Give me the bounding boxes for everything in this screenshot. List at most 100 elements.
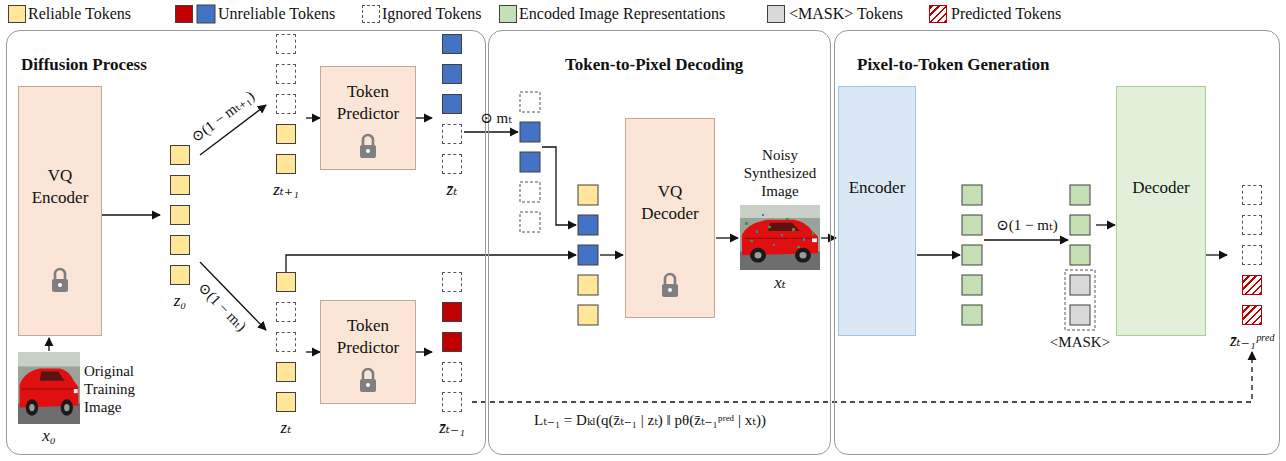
token [442,34,462,54]
panel-heading: Diffusion Process [21,55,147,75]
token-column [962,185,982,325]
legend-holder: <MASK> Tokens [789,4,903,24]
operation-label: ⊙ mₜ [472,109,520,127]
token-column: z̄ₜ [432,34,472,200]
token [170,175,190,195]
token [276,34,296,54]
token [276,302,296,322]
token [276,124,296,144]
flow-connector [306,117,320,118]
token-column-label: zₜ [266,418,306,438]
token [170,265,190,285]
token [442,392,462,412]
box-label: Token Predictor [321,81,415,125]
operation-label: ⊙(1 − mₜ) [984,216,1070,234]
token [1242,275,1262,295]
frozen-module-box: VQ Decoder [625,118,715,318]
token [442,272,462,292]
token [276,154,296,174]
token [276,362,296,382]
lock-icon [662,274,678,297]
legend-swatch [362,5,380,23]
image-caption: Original Training Image [84,362,142,416]
token [276,272,296,292]
box-label: Encoder [839,177,915,199]
flow-connector [1206,254,1227,255]
token [276,64,296,84]
token [276,94,296,114]
network-box: Decoder [1116,86,1206,336]
box-fill [18,86,102,336]
stage-panel: Diffusion Process VQ Encoder z₀ zₜ₊₁ Token P… [6,30,486,455]
legend-text: Encoded Image Representations [519,5,725,22]
noisy-image [740,205,820,270]
token [442,94,462,114]
token-column-label: z₀ [160,291,200,311]
panel-heading: Token-to-Pixel Decoding [565,55,743,75]
token-column: z̄ₜ₋₁ [432,272,472,438]
flow-connector [416,351,432,352]
token-column [1065,185,1095,330]
flow-connector [306,351,320,352]
edge-label-holder: Lₜ₋₁ = Dₖₗ(q(z̄ₜ₋₁ | zₜ) ‖ pθ(z̄ₜ₋₁ᵖʳᵉᵈ … [532,411,768,430]
image-caption: Noisy Synthesized Image [730,146,830,200]
token-column: z₀ [160,145,200,311]
token-column [578,185,598,325]
label-holder: ⊙(1 − mₜ) [984,216,1070,234]
stage-panel: Pixel-to-Token GenerationEncoder Decoder z… [834,30,1280,455]
legend-text: Reliable Tokens [28,5,131,22]
box-fill [625,118,715,318]
legend-holder: Unreliable Tokens [218,4,335,24]
legend-text: <MASK> Tokens [789,5,903,22]
legend-swatch [929,5,947,23]
edge-label-holder: ⊙(1 − mₜ₊₁) [186,86,260,149]
token [442,124,462,144]
flow-arrows [49,132,1115,351]
edge-label: ⊙(1 − mₜ) [193,278,250,336]
token-column-label: z̄ₜ₋₁ [432,418,472,438]
legend-swatch-blue [197,5,215,23]
box-label: VQ Encoder [19,165,101,209]
token-column [520,92,540,232]
token-column: z̄ₜ₋₁ᵖʳᵉᵈ [1227,185,1277,351]
token-column: zₜ₊₁ [266,34,306,200]
flow-connector [472,352,1252,402]
stage-panel: Token-to-Pixel Decoding VQ Decoder [488,30,831,455]
math-label: xₜ [765,274,795,292]
legend-swatch [499,5,517,23]
token [170,145,190,165]
legend-holder: Reliable Tokens [28,4,131,24]
flow-connector [102,214,160,215]
token [1242,245,1262,265]
token-column-label: z̄ₜ [432,180,472,200]
legend-text: Unreliable Tokens [218,5,335,22]
token-column-label: zₜ₊₁ [266,180,306,200]
label-holder: Original Training Image [84,362,142,416]
frozen-module-box: Token Predictor [320,66,416,170]
legend-holder: Encoded Image Representations [519,4,725,24]
math-label: x₀ [34,427,64,445]
token [170,235,190,255]
legend-text: Ignored Tokens [382,5,481,22]
token-label: <MASK> [1044,333,1116,351]
flow-connector [416,117,432,118]
label-holder: ⊙ mₜ [472,109,520,127]
lock-icon [52,269,68,292]
frozen-module-box: VQ Encoder [18,86,102,336]
box-label: Decoder [1117,177,1205,199]
token-column-label: z̄ₜ₋₁ᵖʳᵉᵈ [1227,331,1277,351]
token-column: zₜ [266,272,306,438]
edge-label: ⊙(1 − mₜ₊₁) [187,86,259,146]
token [170,205,190,225]
legend-swatch [767,5,785,23]
legend-holder: Ignored Tokens [382,4,481,24]
legend-holder: Predicted Tokens [951,4,1061,24]
token [442,332,462,352]
box-fill [320,300,416,404]
label-holder: x₀ [34,427,64,445]
token [1242,185,1262,205]
token [442,154,462,174]
legend-swatch [8,5,26,23]
panel-heading: Pixel-to-Token Generation [857,55,1050,75]
token [1242,215,1262,235]
